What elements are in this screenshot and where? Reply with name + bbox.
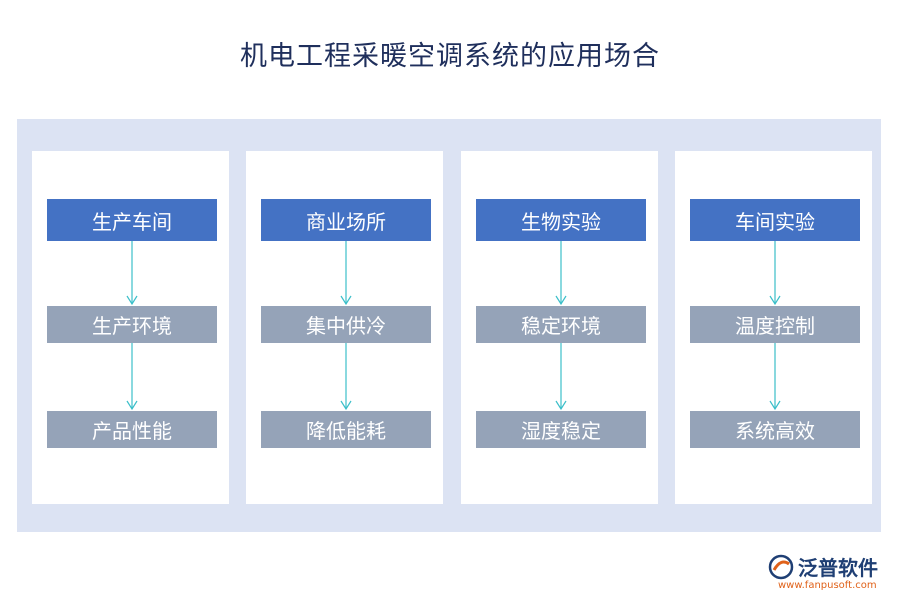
arrow-down-icon: [769, 343, 781, 411]
step-box: 产品性能: [47, 411, 217, 448]
step-box: 稳定环境: [476, 306, 646, 343]
arrow-down-icon: [555, 343, 567, 411]
logo-url: www.fanpusoft.com: [778, 580, 877, 591]
column-workshop-lab: 车间实验 温度控制 系统高效: [675, 151, 872, 504]
logo-name: 泛普软件: [798, 556, 878, 580]
arrow-down-icon: [340, 343, 352, 411]
arrow-down-icon: [126, 343, 138, 411]
column-head: 生物实验: [476, 199, 646, 241]
step-box: 生产环境: [47, 306, 217, 343]
arrow-down-icon: [555, 241, 567, 306]
column-head: 车间实验: [690, 199, 860, 241]
column-commercial-venue: 商业场所 集中供冷 降低能耗: [246, 151, 443, 504]
arrow-down-icon: [769, 241, 781, 306]
step-box: 湿度稳定: [476, 411, 646, 448]
arrow-down-icon: [126, 241, 138, 306]
step-box: 集中供冷: [261, 306, 431, 343]
arrow-down-icon: [340, 241, 352, 306]
diagram-title: 机电工程采暖空调系统的应用场合: [240, 41, 660, 72]
step-box: 系统高效: [690, 411, 860, 448]
column-head: 商业场所: [261, 199, 431, 241]
logo-icon: [768, 554, 794, 580]
column-head: 生产车间: [47, 199, 217, 241]
column-production-workshop: 生产车间 生产环境 产品性能: [32, 151, 229, 504]
step-box: 温度控制: [690, 306, 860, 343]
brand-logo: 泛普软件 www.fanpusoft.com: [768, 552, 893, 596]
step-box: 降低能耗: [261, 411, 431, 448]
column-bio-lab: 生物实验 稳定环境 湿度稳定: [461, 151, 658, 504]
